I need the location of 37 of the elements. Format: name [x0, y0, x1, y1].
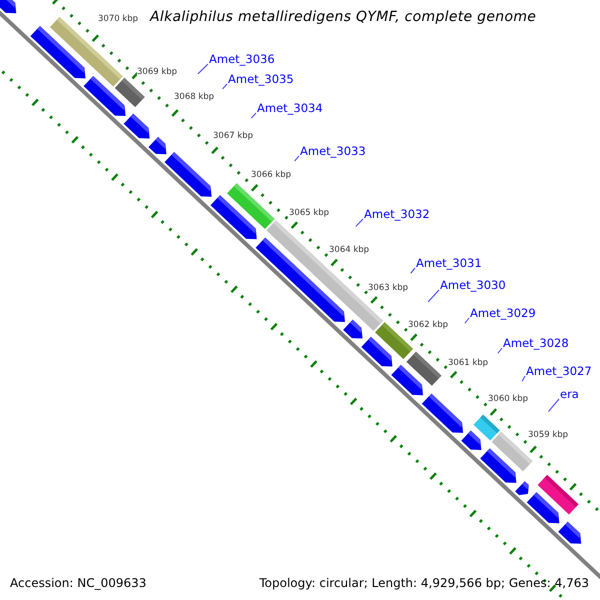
- leader-line: [428, 290, 440, 302]
- gene-label: Amet_3031: [416, 257, 482, 270]
- gene-label: Amet_3027: [526, 365, 592, 378]
- accession-text: Accession: NC_009633: [10, 576, 146, 590]
- scale-label: 3061 kbp: [448, 358, 488, 368]
- scale-label: 3062 kbp: [408, 320, 448, 330]
- scale-label: 3068 kbp: [174, 92, 214, 102]
- gene-label: Amet_3035: [228, 73, 294, 86]
- genome-info-text: Topology: circular; Length: 4,929,566 bp; Genes: 4,763: [259, 576, 589, 590]
- scale-label: 3060 kbp: [488, 394, 528, 404]
- scale-label: 3069 kbp: [137, 67, 178, 77]
- gene-label: era: [560, 388, 579, 401]
- leader-line: [222, 84, 228, 90]
- leader-line: [497, 348, 502, 354]
- leader-line: [250, 112, 256, 119]
- leader-line: [522, 376, 526, 382]
- scale-label: 3067 kbp: [213, 131, 254, 141]
- gene-label: Amet_3036: [209, 53, 275, 66]
- title: Alkaliphilus metalliredigens QYMF, complete genome: [150, 9, 536, 25]
- scale-label: 3070 kbp: [98, 14, 138, 24]
- gene-label: Amet_3030: [440, 279, 506, 292]
- gene-label: Amet_3028: [503, 337, 569, 350]
- leader-line: [355, 218, 364, 227]
- scale-label: 3066 kbp: [251, 170, 292, 180]
- gene-label: Amet_3033: [300, 145, 366, 158]
- leader-line: [294, 156, 300, 162]
- scale-label: 3064 kbp: [329, 245, 370, 255]
- gene-label: Amet_3029: [470, 307, 536, 320]
- gene-label: Amet_3034: [257, 102, 323, 115]
- leader-line: [464, 318, 470, 324]
- gene-label: Amet_3032: [364, 208, 430, 221]
- scale-label: 3063 kbp: [368, 283, 408, 293]
- leader-line: [548, 398, 560, 412]
- leader-line: [410, 268, 416, 274]
- scale-label: 3059 kbp: [528, 430, 568, 440]
- scale-label: 3065 kbp: [289, 208, 330, 218]
- leader-line: [197, 64, 208, 74]
